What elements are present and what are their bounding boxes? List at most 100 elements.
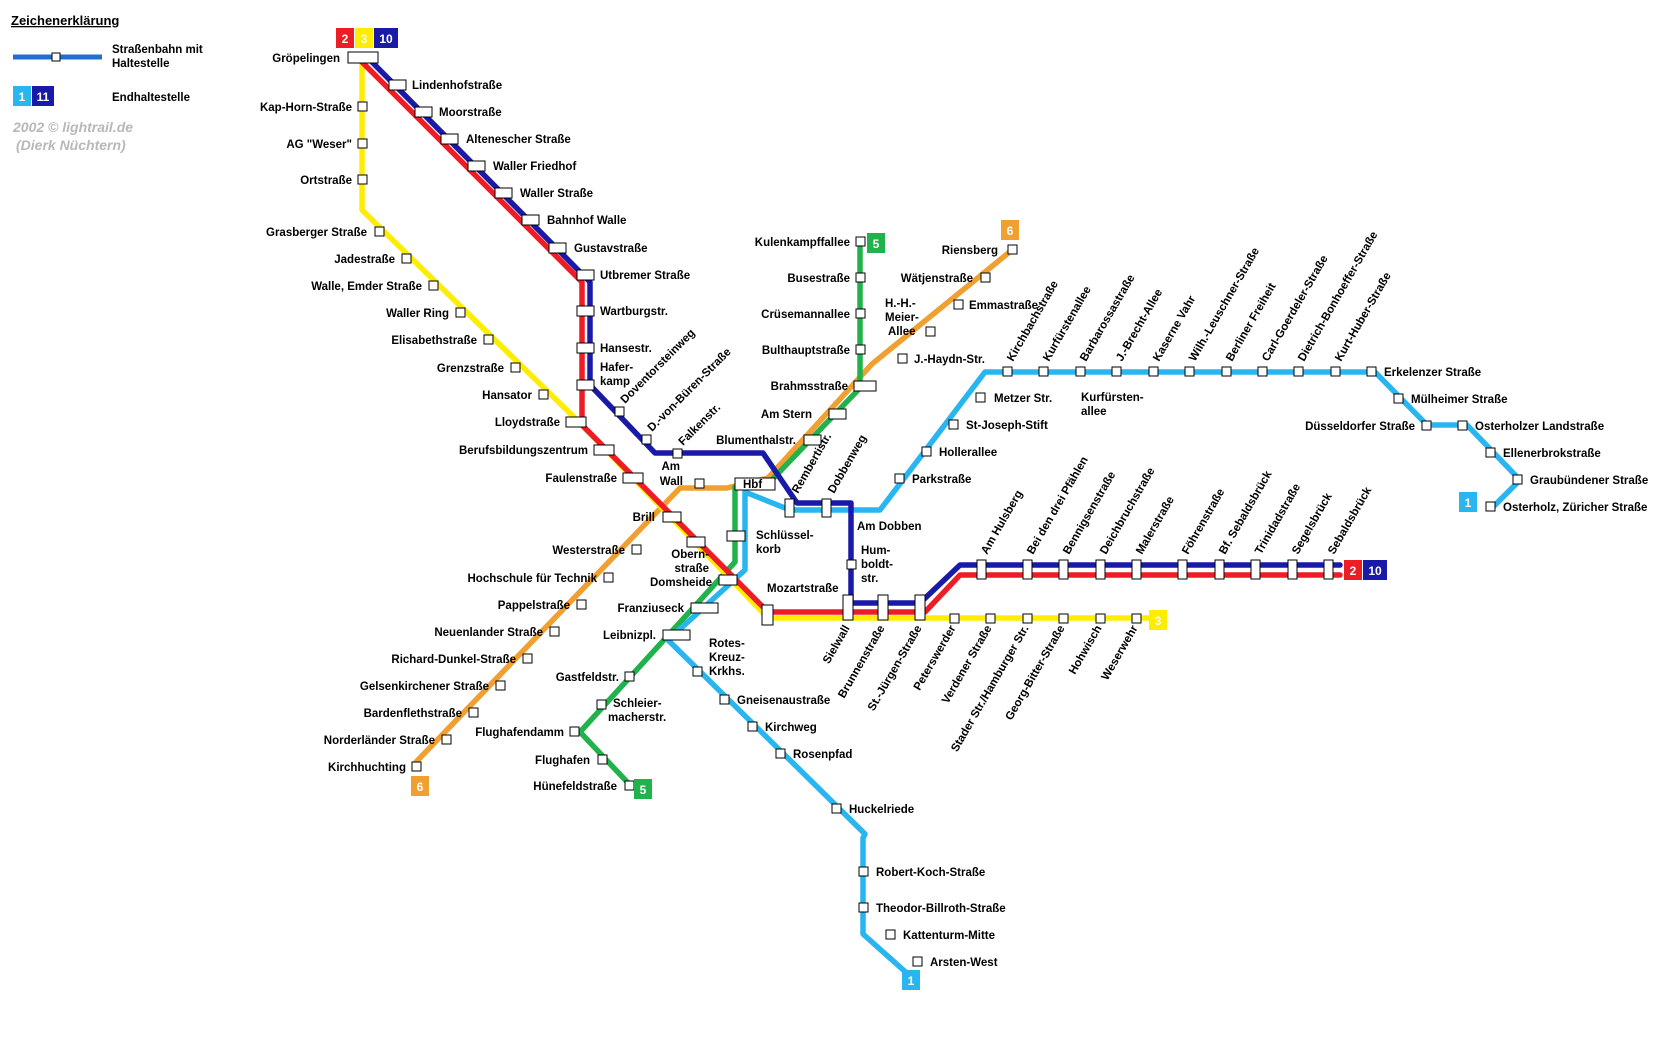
stop-falken (672, 448, 683, 459)
label-humboldt-1: Hum- (861, 545, 891, 557)
badge-l6-bottom (411, 776, 429, 796)
label-wartburg: Wartburgstr. (600, 306, 668, 318)
badge-top-2-text: 2 (342, 32, 349, 46)
stop-graubuendener (1512, 474, 1523, 485)
label-flughafendamm: Flughafendamm (475, 727, 564, 739)
stop-buse (855, 272, 866, 283)
stop-weserwehr (1131, 613, 1142, 624)
stop-groepelingen (347, 51, 379, 64)
stop-goerdeler (1257, 366, 1268, 377)
label-humboldt-2: boldt- (861, 559, 893, 571)
label-brill: Brill (633, 512, 655, 524)
stop-bulthaupt (855, 344, 866, 355)
stop-berufsbildung (593, 444, 615, 456)
label-am-hulsberg: Am Hulsberg (979, 489, 1025, 557)
stop-dunkel (522, 653, 533, 664)
label-goerdeler: Carl-Goerdeler-Straße (1260, 253, 1330, 363)
stop-bitter (1058, 613, 1069, 624)
stop-blumenthal (803, 434, 822, 446)
label-groepelingen: Gröpelingen (272, 53, 340, 65)
stop-altenescher (440, 133, 459, 145)
stop-ort (357, 174, 368, 185)
stop-waller-ring (455, 307, 466, 318)
stop-muelheimer (1393, 393, 1404, 404)
stop-von-bueren (641, 434, 652, 445)
legend-tram-label-2: Haltestelle (112, 58, 170, 70)
stop-am-stern (828, 408, 847, 420)
label-am-wall-2: Wall (660, 476, 683, 488)
stop-kirchweg (747, 721, 758, 732)
label-wester: Westerstraße (552, 545, 625, 557)
label-rosenpfad: Rosenpfad (793, 749, 852, 761)
stops (347, 51, 1523, 967)
stop-cruesemann (855, 308, 866, 319)
stop-arsten (912, 956, 923, 967)
stop-rotes-kreuz (692, 666, 703, 677)
stop-kurt-huber (1330, 366, 1341, 377)
label-riensberg: Riensberg (942, 245, 998, 257)
legend-tram-label-1: Straßenbahn mit (112, 44, 203, 56)
label-norderlaender: Norderländer Straße (324, 735, 435, 747)
badge-l6-top-text: 6 (1007, 224, 1014, 238)
label-neuenlander: Neuenlander Straße (434, 627, 543, 639)
stop-kap-horn (357, 101, 368, 112)
badge-l1-east-text: 1 (1465, 496, 1472, 510)
stop-rembert (784, 498, 795, 518)
stop-norderlaender (441, 734, 452, 745)
stop-brahms (853, 380, 877, 392)
stop-koch (858, 866, 869, 877)
label-schleier-2: macherstr. (608, 712, 666, 724)
label-kirchhuchting: Kirchhuchting (328, 762, 406, 774)
label-lindenhof: Lindenhofstraße (412, 80, 502, 92)
stop-emder (428, 280, 439, 291)
label-lloyd: Lloydstraße (495, 417, 560, 429)
label-altenescher: Altenescher Straße (466, 134, 571, 146)
label-elisabeth: Elisabethstraße (391, 335, 477, 347)
label-waller-strasse: Waller Straße (520, 188, 593, 200)
label-kurfuersten-1: Kurfürsten- (1081, 392, 1144, 404)
stop-huckelriede (831, 803, 842, 814)
label-obern-1: Obern- (671, 549, 709, 561)
label-kirchweg: Kirchweg (765, 722, 817, 734)
label-schluessel-1: Schlüssel- (756, 530, 814, 542)
stop-wester (631, 544, 642, 555)
stop-flughafen (597, 754, 608, 765)
label-gneisenau: Gneisenaustraße (737, 695, 830, 707)
label-berufsbildung: Berufsbildungszentrum (459, 445, 588, 457)
stop-gneisenau (719, 694, 730, 705)
label-mozart: Mozartstraße (767, 583, 839, 595)
stop-am-wall (694, 478, 705, 489)
label-ellenerbrok: Ellenerbrokstraße (1503, 448, 1601, 460)
label-rotes-1: Rotes- (709, 638, 745, 650)
label-drei-pfaehlen: Bei den drei Pfählen (1025, 455, 1091, 557)
stop-waller-strasse (494, 187, 513, 199)
stop-obernstrasse (686, 536, 706, 548)
badge-east-10 (1363, 560, 1387, 580)
legend-badge-11-text: 11 (37, 90, 50, 104)
stop-foehren (1177, 559, 1188, 580)
legend-title: Zeichenerklärung (11, 13, 119, 28)
stop-park (894, 473, 905, 484)
label-gastfeld: Gastfeldstr. (556, 672, 619, 684)
stop-doventor (614, 406, 625, 417)
label-blumenthal: Blumenthalstr. (716, 435, 796, 447)
label-leibnizpl: Leibnizpl. (603, 630, 656, 642)
badge-east-2 (1344, 560, 1362, 580)
stop-hollerallee (921, 446, 932, 457)
label-hollerallee: Hollerallee (939, 447, 997, 459)
stop-leibnizpl (662, 629, 691, 641)
copyright-line-1: 2002 © lightrail.de (12, 119, 133, 135)
stop-haydn (897, 353, 908, 364)
badge-l5-top-text: 5 (873, 237, 880, 251)
stop-domsheide (718, 574, 738, 586)
label-duesseldorfer: Düsseldorfer Straße (1305, 421, 1415, 433)
label-muelheimer: Mülheimer Straße (1411, 394, 1508, 406)
legend-badge-1 (13, 86, 31, 106)
stop-st-joseph (948, 419, 959, 430)
label-obern-3: Domsheide (650, 577, 712, 589)
stop-hohwisch (1095, 613, 1106, 624)
label-bardenfleth: Bardenflethstraße (364, 708, 462, 720)
badge-east-10-text: 10 (1368, 564, 1382, 578)
label-sielwall: Sielwall (821, 624, 852, 667)
label-st-joseph: St-Joseph-Stift (966, 420, 1048, 432)
